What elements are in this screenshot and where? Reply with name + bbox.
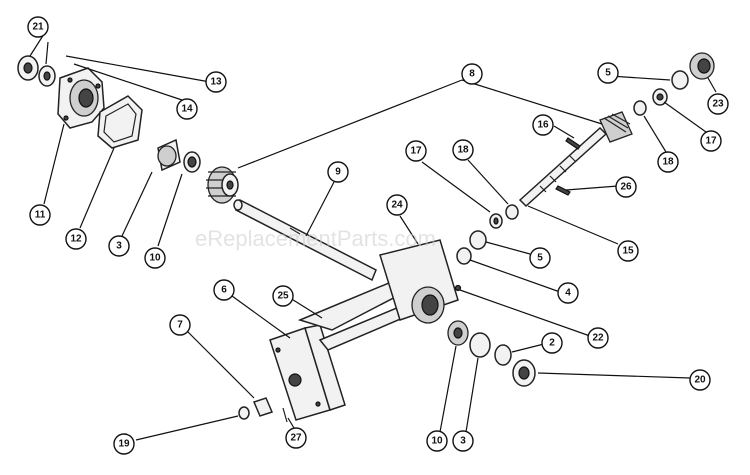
part-bushing-left (157, 138, 181, 172)
svg-text:10: 10 (149, 253, 161, 264)
part-marker-22 (454, 284, 462, 292)
svg-text:20: 20 (694, 375, 706, 386)
part-pin-7 (252, 397, 274, 417)
svg-text:5: 5 (537, 253, 543, 264)
callout-16: 16 (532, 114, 554, 136)
svg-text:16: 16 (537, 120, 549, 131)
part-bearing-23 (689, 52, 715, 80)
svg-text:5: 5 (605, 68, 611, 79)
callout-17-mid: 17 (405, 140, 427, 162)
svg-text:22: 22 (592, 333, 604, 344)
svg-text:7: 7 (177, 320, 183, 331)
part-screw-27 (282, 407, 288, 423)
svg-text:23: 23 (712, 99, 724, 110)
callout-21: 21 (27, 16, 49, 38)
svg-text:18: 18 (662, 157, 674, 168)
part-key-16 (565, 137, 581, 150)
callout-7: 7 (169, 314, 191, 336)
part-washer-5-mid (469, 230, 487, 250)
svg-text:15: 15 (622, 246, 634, 257)
svg-text:17: 17 (705, 136, 717, 147)
callout-6: 6 (213, 279, 235, 301)
svg-text:18: 18 (457, 145, 469, 156)
callout-5-right: 5 (597, 62, 619, 84)
callout-13: 13 (205, 71, 227, 93)
svg-text:3: 3 (460, 436, 466, 447)
part-collar-17-mid (489, 213, 503, 229)
watermark-text: eReplacementParts.com (195, 226, 436, 251)
svg-text:14: 14 (181, 104, 193, 115)
callout-10-bottom: 10 (426, 430, 448, 452)
callout-22: 22 (587, 327, 609, 349)
part-seal-20 (512, 359, 536, 387)
svg-text:2: 2 (549, 338, 555, 349)
callout-4: 4 (557, 282, 579, 304)
callout-24: 24 (386, 194, 408, 216)
svg-text:8: 8 (469, 69, 475, 80)
callout-27: 27 (285, 427, 307, 449)
callout-26: 26 (615, 176, 637, 198)
part-collar-18-mid (505, 204, 519, 220)
svg-text:21: 21 (32, 22, 44, 33)
svg-text:3: 3 (116, 241, 122, 252)
part-bearing-small (38, 65, 56, 87)
svg-text:6: 6 (221, 285, 227, 296)
svg-text:27: 27 (290, 433, 302, 444)
callout-25: 25 (272, 285, 294, 307)
svg-text:12: 12 (70, 234, 82, 245)
callout-23: 23 (707, 93, 729, 115)
callout-15: 15 (617, 240, 639, 262)
part-washer-4 (456, 247, 472, 265)
callout-11: 11 (29, 204, 51, 226)
callout-9: 9 (327, 161, 349, 183)
callout-5-mid: 5 (529, 247, 551, 269)
svg-text:13: 13 (210, 77, 222, 88)
svg-text:10: 10 (431, 436, 443, 447)
callout-19: 19 (113, 433, 135, 455)
part-gear-left (206, 166, 239, 204)
part-bearing-10-bottom (447, 320, 469, 346)
callout-3-bottom: 3 (452, 430, 474, 452)
leader-lines (29, 33, 717, 441)
svg-text:4: 4 (565, 288, 571, 299)
callout-2: 2 (541, 332, 563, 354)
svg-text:17: 17 (410, 146, 422, 157)
callout-18-mid: 18 (452, 139, 474, 161)
part-spring-19 (238, 406, 250, 420)
svg-text:9: 9 (335, 167, 341, 178)
part-seal-21 (17, 55, 39, 81)
callout-8: 8 (461, 63, 483, 85)
part-washer-2 (494, 344, 512, 366)
part-bushing-3-bottom (469, 332, 491, 358)
part-axle-housing (269, 239, 459, 421)
callout-14: 14 (176, 98, 198, 120)
part-worm-gear-right (599, 111, 633, 143)
part-collar-17-right (652, 88, 668, 106)
svg-text:25: 25 (277, 291, 289, 302)
callout-3-left: 3 (108, 235, 130, 257)
part-gasket (97, 95, 143, 149)
part-long-shaft (233, 198, 377, 282)
part-collar-5-right (671, 70, 689, 90)
callout-12: 12 (65, 228, 87, 250)
svg-text:24: 24 (391, 200, 403, 211)
callout-20: 20 (689, 369, 711, 391)
svg-text:26: 26 (620, 182, 632, 193)
callout-18-right: 18 (657, 151, 679, 173)
svg-text:19: 19 (118, 439, 130, 450)
svg-text:11: 11 (35, 210, 46, 221)
part-worm-shaft (518, 126, 608, 208)
part-key-26 (555, 185, 571, 196)
callout-17-right: 17 (700, 130, 722, 152)
part-bearing-cap (57, 67, 105, 129)
callout-10-left: 10 (144, 247, 166, 269)
part-bearing-10-top (183, 151, 201, 173)
part-collar-18-right (633, 100, 647, 116)
